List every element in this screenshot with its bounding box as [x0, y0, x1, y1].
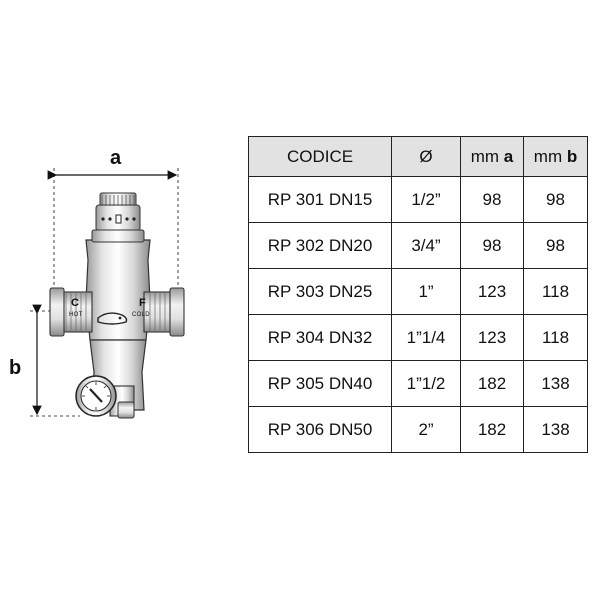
cell-code: RP 305 DN40	[248, 360, 392, 407]
cell-code: RP 303 DN25	[248, 268, 392, 315]
adjustment-knob	[95, 192, 141, 232]
cell-code: RP 302 DN20	[248, 222, 392, 269]
brand-logo-icon	[97, 312, 128, 325]
hot-inlet-port	[49, 287, 93, 337]
header-mm-b: mm b	[523, 136, 588, 177]
cell-diameter: 1”1/2	[391, 360, 461, 407]
valve-drawing: a b C HOT F COLD	[0, 0, 245, 600]
header-code: CODICE	[248, 136, 392, 177]
header-mm-b-prefix: mm	[533, 146, 567, 166]
cell-mm-b: 118	[523, 314, 588, 361]
table-row: RP 301 DN15 1/2” 98 98	[248, 176, 588, 223]
cell-diameter: 1”	[391, 268, 461, 315]
cell-mm-b: 138	[523, 406, 588, 453]
cell-mm-b: 98	[523, 176, 588, 223]
cold-port-word: COLD	[132, 312, 150, 318]
header-mm-a: mm a	[460, 136, 524, 177]
hot-port-word: HOT	[69, 312, 83, 318]
cell-mm-a: 98	[460, 176, 524, 223]
cell-mm-a: 98	[460, 222, 524, 269]
valve-illustration	[30, 168, 185, 419]
dimension-a-label: a	[110, 147, 122, 169]
hot-port-letter: C	[71, 297, 79, 309]
cold-port-letter: F	[139, 297, 146, 309]
cell-diameter: 3/4”	[391, 222, 461, 269]
thermometer-gauge-icon	[75, 375, 117, 417]
cell-mm-a: 182	[460, 360, 524, 407]
table-row: RP 306 DN50 2” 182 138	[248, 406, 588, 453]
cell-mm-a: 182	[460, 406, 524, 453]
cell-code: RP 301 DN15	[248, 176, 392, 223]
cell-mm-b: 138	[523, 360, 588, 407]
header-mm-b-letter: b	[566, 146, 578, 166]
header-mm-a-letter: a	[503, 146, 514, 166]
cell-mm-b: 98	[523, 222, 588, 269]
table-row: RP 302 DN20 3/4” 98 98	[248, 222, 588, 269]
header-diameter: Ø	[391, 136, 461, 177]
cell-mm-a: 123	[460, 314, 524, 361]
table-row: RP 305 DN40 1”1/2 182 138	[248, 360, 588, 407]
dimension-a-line	[47, 168, 179, 300]
cold-inlet-port	[143, 287, 185, 337]
cell-code: RP 306 DN50	[248, 406, 392, 453]
table-header-row: CODICE Ø mm a mm b	[248, 136, 588, 177]
table-row: RP 304 DN32 1”1/4 123 118	[248, 314, 588, 361]
spec-table: CODICE Ø mm a mm b RP 301 DN15 1/2” 98 9…	[248, 136, 588, 453]
cell-mm-b: 118	[523, 268, 588, 315]
cell-mm-a: 123	[460, 268, 524, 315]
header-mm-a-prefix: mm	[470, 146, 504, 166]
table-row: RP 303 DN25 1” 123 118	[248, 268, 588, 315]
dimension-b-label: b	[9, 357, 22, 379]
cell-code: RP 304 DN32	[248, 314, 392, 361]
cell-diameter: 1”1/4	[391, 314, 461, 361]
cell-diameter: 2”	[391, 406, 461, 453]
valve-body-upper	[85, 239, 151, 341]
cell-diameter: 1/2”	[391, 176, 461, 223]
